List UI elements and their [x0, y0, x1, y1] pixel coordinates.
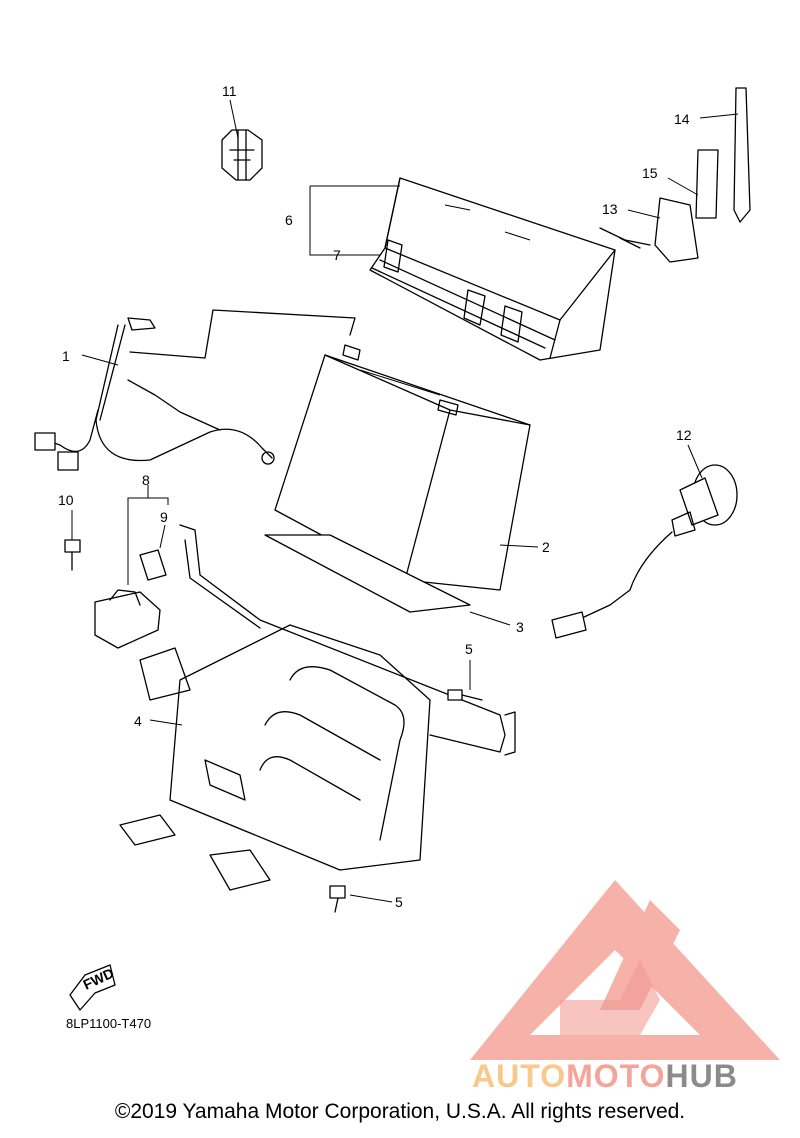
callout-4: 4 [134, 713, 142, 729]
callout-2: 2 [542, 539, 550, 555]
callout-7: 7 [333, 247, 341, 263]
callout-5-lower: 5 [395, 894, 403, 910]
callout-15: 15 [642, 165, 658, 181]
callout-5-upper: 5 [465, 641, 473, 657]
part-13-sensor [599, 197, 699, 263]
fwd-arrow-icon: FWD [69, 964, 116, 1011]
callout-6: 6 [285, 212, 293, 228]
callout-10: 10 [58, 492, 74, 508]
brand-auto: AUTO [472, 1058, 567, 1094]
reference-code: 8LP1100-T470 [66, 1016, 152, 1031]
part-9-fuse [139, 549, 167, 581]
automotohub-logo [470, 880, 780, 1060]
part-5-bolt-upper [447, 689, 483, 701]
leader-lines [71, 99, 739, 903]
part-4-battery-box [119, 524, 516, 891]
part-12-accessory-socket [551, 464, 738, 639]
part-11-clip [221, 129, 263, 181]
callout-14: 14 [674, 111, 690, 127]
watermark-brand: AUTOMOTOHUB [472, 1058, 738, 1095]
part-15-pad [695, 149, 719, 219]
part-2-battery [274, 344, 531, 591]
part-5-bolt-lower [329, 885, 346, 913]
part-14-cable-tie [733, 87, 751, 223]
brand-moto: MOTO [566, 1058, 666, 1094]
part-3-battery-pad [264, 534, 471, 613]
part-10-bolt [64, 539, 81, 571]
part-6-battery-cover [369, 177, 616, 361]
callout-3: 3 [516, 619, 524, 635]
part-1-wire-harness [34, 309, 356, 471]
part-8-relay [94, 589, 161, 649]
callout-9: 9 [160, 509, 168, 525]
callout-labels: 11 14 15 13 6 7 1 12 8 9 10 2 3 5 4 5 [58, 83, 692, 910]
callout-11: 11 [222, 83, 237, 99]
callout-8: 8 [142, 472, 150, 488]
brand-hub: HUB [665, 1058, 738, 1094]
callout-1: 1 [62, 348, 70, 364]
callout-13: 13 [602, 201, 618, 217]
callout-12: 12 [676, 427, 692, 443]
copyright-notice: ©2019 Yamaha Motor Corporation, U.S.A. A… [114, 1100, 686, 1123]
